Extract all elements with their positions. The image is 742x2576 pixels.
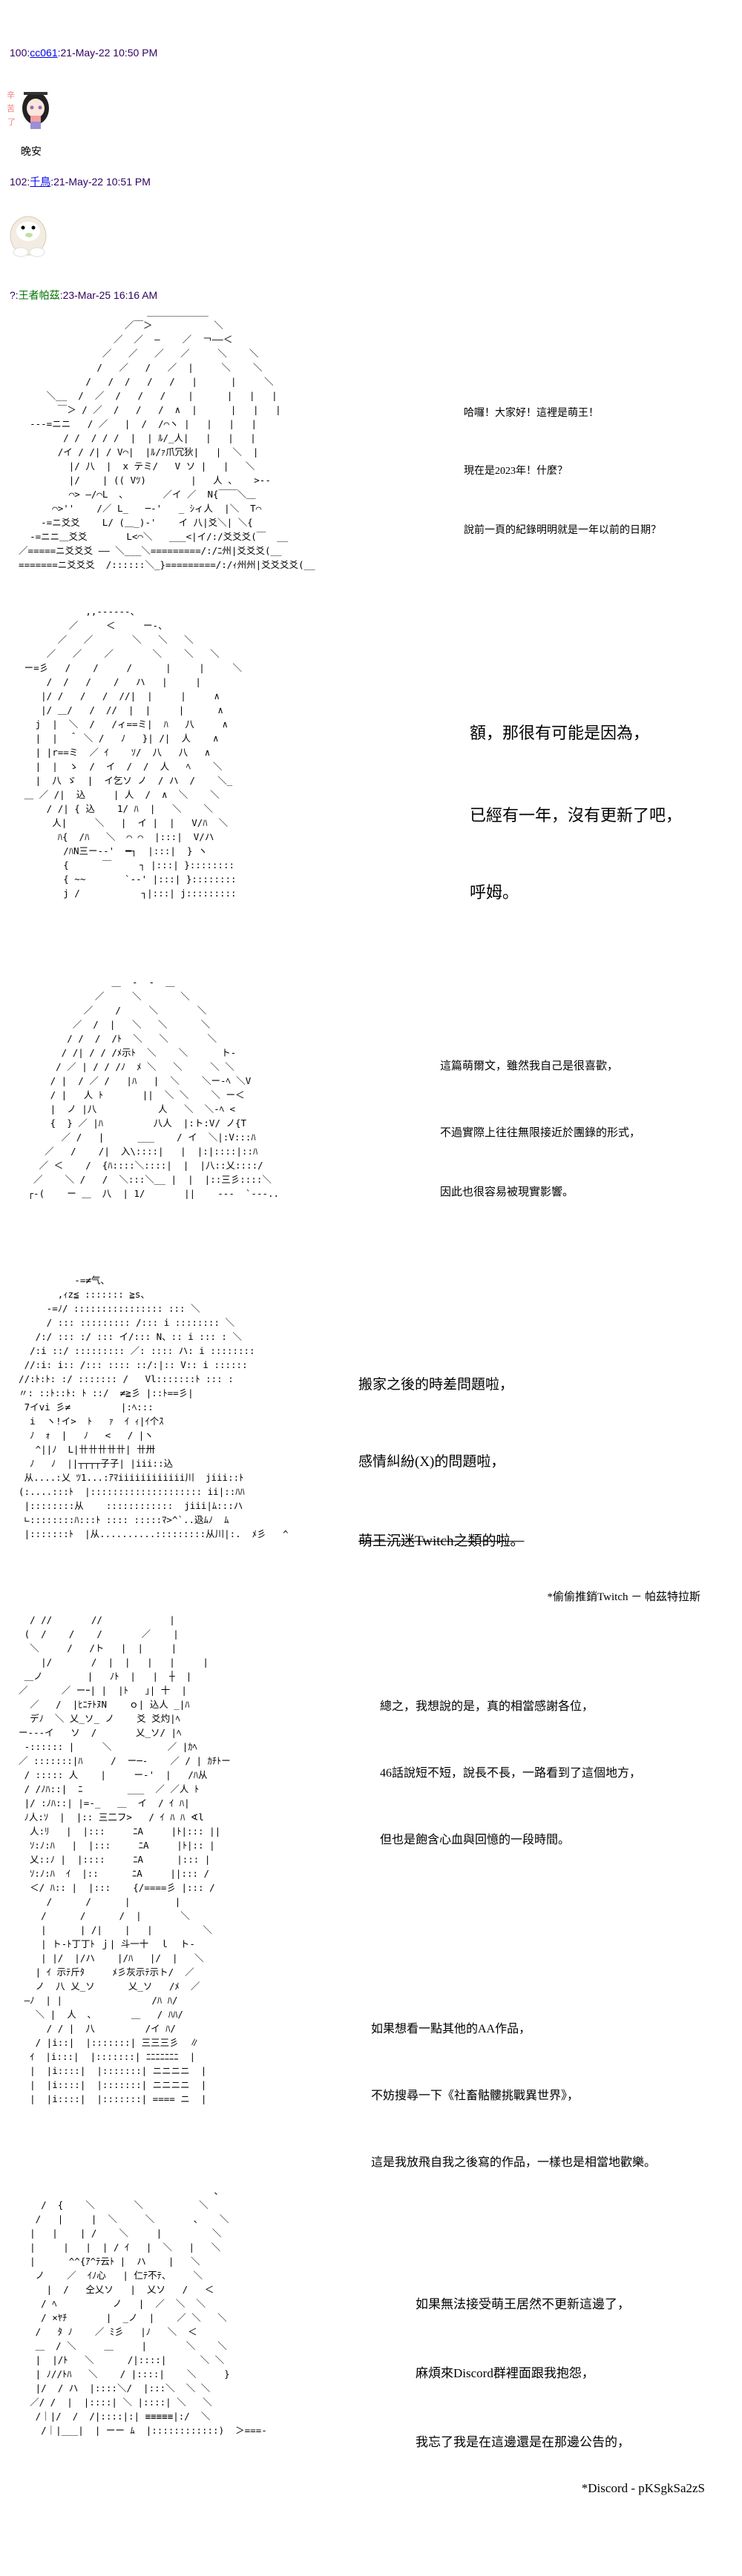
ascii-art-1: ___________ ／￣＞ ＼ ／ ／ ― ／ ￢――＜ ／ ／ ／ ／ ＼… xyxy=(19,306,315,570)
ascii-art-2: ,,-‐‐‐--、 ／ ＜ ー-、 ／ ／ ＼ ＼ ＼ ／ ／ ／ ＼ ＼ ＼ … xyxy=(24,606,242,899)
post-header-102: 102:千鳥:21-May-22 10:51 PM xyxy=(10,174,151,189)
dialogue-line: 我忘了我是在這邊還是在那邊公告的， xyxy=(416,2435,630,2449)
dialogue-line: 46話說短不短，說長不長，一路看到了這個地方， xyxy=(380,1767,642,1780)
ascii-art-7: 、 / { ＼ ＼ ＼ / | | ＼ ＼ 、 ＼ | | | / ＼ | ＼ … xyxy=(30,2185,267,2436)
dialogue-line: 搬家之後的時差問題啦， xyxy=(358,1377,514,1393)
dialogue-line: 哈囉！大家好！這裡是萌王！ xyxy=(464,408,599,419)
dialogue-line: 總之，我想說的是，真的相當感謝各位， xyxy=(380,1700,594,1713)
owl-sticker-image xyxy=(6,214,50,257)
svg-text:苦: 苦 xyxy=(7,104,15,113)
post-header-author: ?:王者帕茲:23-Mar-25 16:16 AM xyxy=(10,288,157,303)
dialogue-line: 如果無法接受萌王居然不更新這邊了， xyxy=(416,2297,630,2311)
user-link-chidori[interactable]: 千鳥 xyxy=(30,176,51,188)
separator: : xyxy=(27,47,30,59)
svg-text:了: 了 xyxy=(7,117,16,127)
dialogue-line: 但也是飽含心血與回憶的一段時間。 xyxy=(380,1834,571,1846)
author-name: 王者帕茲 xyxy=(18,289,60,301)
post-number: 100 xyxy=(10,47,27,59)
post-number: ? xyxy=(10,289,16,301)
post-number: 102 xyxy=(10,176,27,188)
girl-sticker-image: 辛 苦 了 xyxy=(6,87,50,129)
dialogue-line: 麻煩來Discord群裡面跟我抱怨， xyxy=(416,2366,594,2380)
discord-code-note: *Discord - pKSgkSa2zS xyxy=(581,2481,705,2495)
separator: : xyxy=(27,176,30,188)
svg-text:辛: 辛 xyxy=(7,90,15,100)
separator: : xyxy=(15,289,19,301)
ascii-art-3: ＿ ‐ ‐ ＿ ／ ＼ ＼ ／ / ＼ ＼ ／ / | ＼ ＼ ＼ / / / … xyxy=(27,977,280,1199)
dialogue-line: 說前一頁的紀錄明明就是一年以前的日期？ xyxy=(464,525,661,536)
post-message: 晚安 xyxy=(21,145,42,157)
dialogue-line: 已經有一年，沒有更新了吧， xyxy=(470,806,683,825)
dialogue-line: 因此也很容易被現實影響。 xyxy=(440,1186,574,1198)
dialogue-line: 感情糾紛(X)的問題啦， xyxy=(358,1454,505,1470)
dialogue-line: 不妨搜尋一下《社畜骷髏挑戰異世界》， xyxy=(371,2090,580,2102)
dialogue-line: 這篇萌爾文，雖然我自己是很喜歡， xyxy=(440,1060,619,1072)
dialogue-line: 這是我放飛自我之後寫的作品，一樣也是相當地歡樂。 xyxy=(371,2156,657,2169)
post-header-100: 100:cc061:21-May-22 10:50 PM xyxy=(10,47,157,59)
post-time: :23-Mar-25 16:16 AM xyxy=(59,289,158,301)
dialogue-line: 現在是2023年！什麼？ xyxy=(464,466,568,477)
dialogue-line: 呼姆。 xyxy=(470,883,519,902)
ascii-art-5: / // // | ( / / / ／ | ＼ / /ト | | | |/ / … xyxy=(19,1614,231,1893)
post-time: :21-May-22 10:50 PM xyxy=(57,47,158,59)
footnote: *偷偷推銷Twitch － 帕茲特拉斯 xyxy=(547,1591,700,1603)
ascii-art-4: -=≠气、 ,ｨz≦ ::::::: ≧s、 -=ﾉ/ ::::::::::::… xyxy=(19,1275,289,1539)
dialogue-line: 不過實際上往往無限接近於團錄的形式， xyxy=(440,1127,641,1139)
dialogue-line: 如果想看一點其他的AA作品， xyxy=(371,2023,531,2035)
user-link-cc061[interactable]: cc061 xyxy=(30,47,58,59)
post-time: :21-May-22 10:51 PM xyxy=(50,176,151,188)
strikethrough-line: 萌王沉迷Twitch之類的啦。 xyxy=(358,1533,525,1549)
ascii-art-6: / / | | / / / | ＼ | | /| | | ＼ | ト-ﾄ丁丁ﾄ … xyxy=(24,1896,212,2104)
dialogue-line: 額，那很有可能是因為， xyxy=(470,724,650,742)
